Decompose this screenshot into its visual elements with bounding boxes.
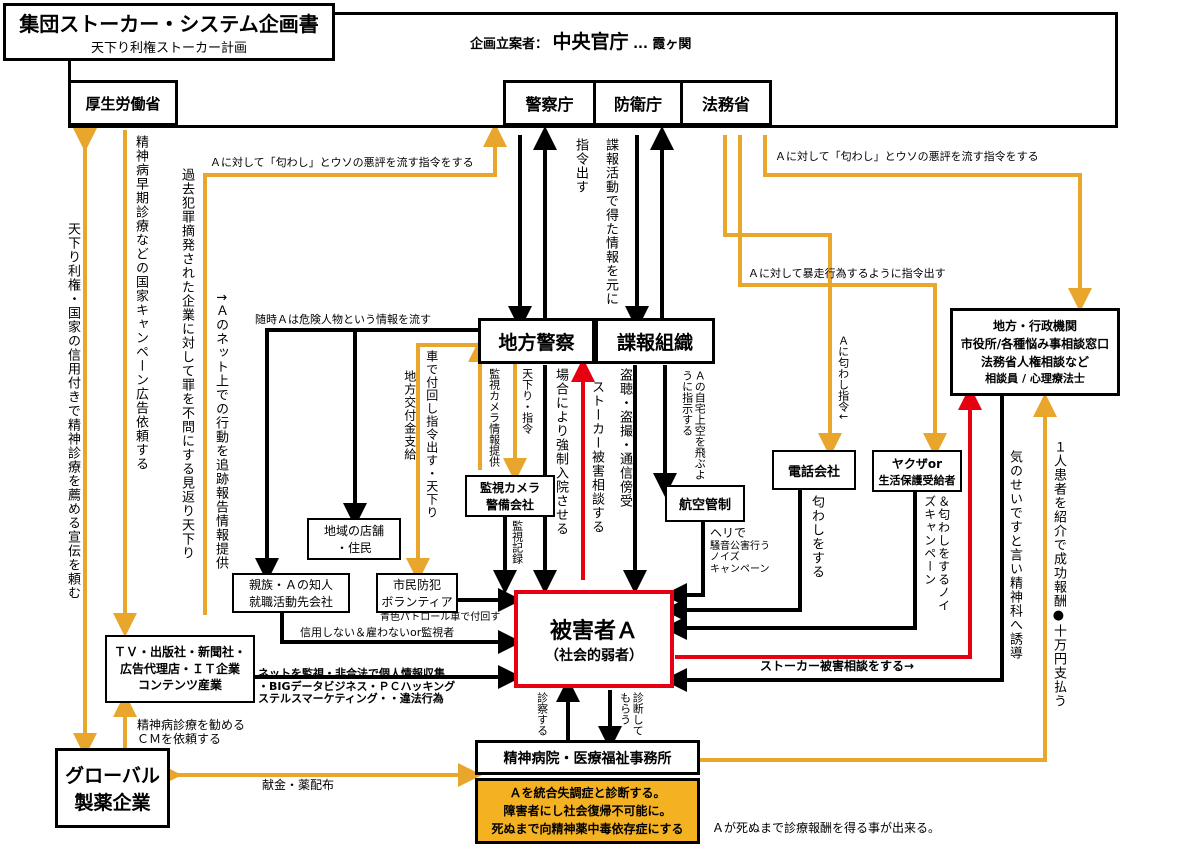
arrow-reward (700, 393, 1057, 762)
label-patrol-car: 青色パトロール車で付回す (380, 612, 501, 623)
label-distrust: 信用しない＆雇わないor監視者 (300, 626, 455, 639)
arrow-consult-right (675, 386, 982, 659)
label-net-track: ↑Ａのネット上での行動を追跡報告情報提供 (212, 292, 228, 570)
node-justice: 法務省 (680, 80, 772, 126)
label-order-out: 指令出す (572, 138, 588, 194)
arrow-nioware (723, 135, 842, 457)
label-nioware-order: Ａに匂わし指令↓ (836, 335, 850, 422)
node-phone-co: 電話会社 (772, 450, 856, 490)
node-defense: 防衛庁 (593, 80, 683, 126)
planner-label: 企画立案者： (470, 37, 549, 52)
node-pharma: グローバル製薬企業 (55, 748, 170, 828)
label-media-vertical: 精神病早期診療などの国家キャンペーン広告依頼する (132, 135, 148, 471)
arrow-phone (663, 490, 802, 622)
label-forced: 場合により強制入院させる (552, 368, 568, 536)
node-hospital: 精神病院・医療福祉事務所 (475, 740, 700, 775)
label-stalker-consult: ストーカー被害相談する (588, 380, 604, 534)
node-diagnosis: Ａを統合失調症と診断する。障害者にし社会復帰不可能に。死ぬまで向精神薬中毒依存症… (475, 778, 700, 844)
node-relatives: 親族・Ａの知人就職活動先会社 (232, 573, 350, 613)
planner-name: 中央官庁 (552, 31, 629, 53)
label-flight: Ａの自宅上空を飛ぶように指示する (680, 370, 707, 480)
label-diagnose: 診察する (535, 692, 549, 736)
title-main: 集団ストーカー・システム企画書 (19, 12, 319, 36)
arrow-yakuza (663, 490, 917, 640)
label-its-your-mind: 気のせいですと言い精神科へ誘導 (1006, 450, 1022, 660)
node-local-gov: 地方・行政機関市役所/各種悩み事相談窓口法務省人権相談など相談員 / 心理療法士 (950, 308, 1120, 396)
label-amakudari: 天下り・指令 (520, 368, 534, 434)
label-intel-info: 諜報活動で得た情報を元に (602, 138, 618, 306)
arrow-heli (663, 522, 705, 607)
label-heli: ヘリで騒音公害行うノイズキャンペーン (710, 526, 770, 575)
title-box: 集団ストーカー・システム企画書 天下り利権ストーカー計画 (3, 3, 335, 61)
label-consult-right: ストーカー被害相談をする→ (760, 659, 915, 673)
label-cam-info: 監視カメラ情報提供 (487, 368, 501, 467)
node-local-police: 地方警察 (478, 318, 595, 364)
node-citizen-patrol: 市民防犯ボランティア (376, 573, 458, 613)
node-police-agency: 警察庁 (503, 80, 596, 126)
node-camera-co: 監視カメラ警備会社 (465, 475, 555, 517)
label-nioware-do: 匂わしをする (808, 495, 824, 579)
label-patrol-order: 車で付回し指令出す・天下り (424, 350, 439, 519)
label-danger-info: 随時Ａは危険人物という情報を流す (255, 313, 431, 326)
arrow-relatives (280, 612, 522, 654)
planner-line: 企画立案者： 中央官庁 ... 霞ヶ関 (470, 31, 692, 54)
label-monitor-record: 監視記録 (510, 520, 524, 564)
planner-suffix: ... 霞ヶ関 (633, 37, 692, 52)
label-noise: ＆匂わしをするノイズキャンペーン (922, 495, 951, 612)
label-net-monitor: ネットを監視・非合法で個人情報収集・BIGデータビジネス・ＰＣハッキングステルス… (258, 667, 456, 706)
arrow-danger-info (255, 328, 478, 582)
label-get-diag: 診断してもらう (618, 692, 645, 736)
node-media: ＴＶ・出版社・新聞社・広告代理店・ＩＴ企業コンテンツ産業 (105, 635, 255, 703)
title-sub: 天下り利権ストーカー計画 (90, 41, 247, 56)
arrow-smear-right (763, 135, 1092, 312)
arrow-patrol-order (406, 343, 478, 582)
node-victim: 被害者Ａ（社会的弱者） (514, 590, 674, 688)
node-shops: 地域の店舗・住民 (307, 518, 401, 560)
label-gift: 献金・薬配布 (262, 778, 335, 792)
label-smear-right: Ａに対して「匂わし」とウソの悪評を流す指令をする (775, 150, 1039, 163)
label-reward: １人患者を紹介で成功報酬●十万円支払う (1050, 440, 1066, 708)
label-local-fund: 地方交付金支給 (402, 370, 417, 461)
label-past-crime: 過去犯罪摘発された企業に対して罪を不問にする見返り天下り (178, 168, 194, 560)
label-wiretap: 盗聴・盗撮・通信傍受 (616, 368, 632, 508)
label-national-left: 天下り利権・国家の信用付きで精神診療を薦める宣伝を頼む (64, 222, 80, 600)
label-smear-left: Ａに対して「匂わし」とウソの悪評を流す指令をする (210, 156, 474, 169)
node-intel: 諜報組織 (595, 318, 715, 364)
label-dying: Ａが死ぬまで診療報酬を得る事が出来る。 (712, 821, 941, 835)
node-mhlw: 厚生労働省 (68, 80, 178, 126)
arrow-mind (663, 395, 1004, 692)
label-rampage: Ａに対して暴走行為するように指令出す (748, 267, 946, 280)
node-air-control: 航空管制 (665, 485, 745, 522)
arrow-smear-left (203, 123, 507, 615)
arrow-rampage (738, 135, 947, 457)
